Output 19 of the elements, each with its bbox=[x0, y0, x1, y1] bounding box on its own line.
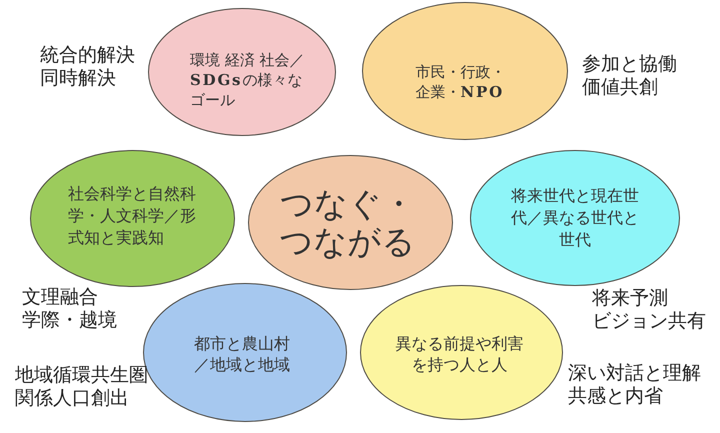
topic-text: 異なる前提や利害を持つ人と人 bbox=[395, 332, 524, 374]
topic-text: 将来世代と現在世代／異なる世代と世代 bbox=[510, 185, 640, 251]
keyword-note: ビジョン共有 bbox=[592, 310, 706, 333]
keyword-note: 同時解決 bbox=[40, 67, 116, 90]
keyword-note: 関係人口創出 bbox=[15, 387, 129, 410]
keyword-note: 地域循環共生圏 bbox=[15, 364, 148, 387]
topic-text: 市民・行政・企業・NPO bbox=[416, 62, 506, 102]
keyword-note: 学際・越境 bbox=[22, 309, 117, 332]
keyword-note: 価値共創 bbox=[582, 76, 658, 99]
keyword-note: 将来予測 bbox=[592, 287, 668, 310]
keyword-note: 深い対話と理解 bbox=[568, 362, 701, 385]
topic-text: 都市と農山村／地域と地域 bbox=[194, 332, 290, 374]
topic-text: 社会科学と自然科学・人文科学／形式知と実践知 bbox=[68, 182, 197, 248]
keyword-note: 統合的解決 bbox=[40, 44, 135, 67]
topic-text: 環境 経済 社会／SDGsの様々なゴール bbox=[190, 50, 306, 110]
keyword-note: 参加と協働 bbox=[582, 53, 677, 76]
keyword-note: 文理融合 bbox=[22, 286, 98, 309]
keyword-note: 共感と内省 bbox=[568, 385, 663, 408]
center-text: つなぐ・つながる bbox=[279, 184, 416, 260]
